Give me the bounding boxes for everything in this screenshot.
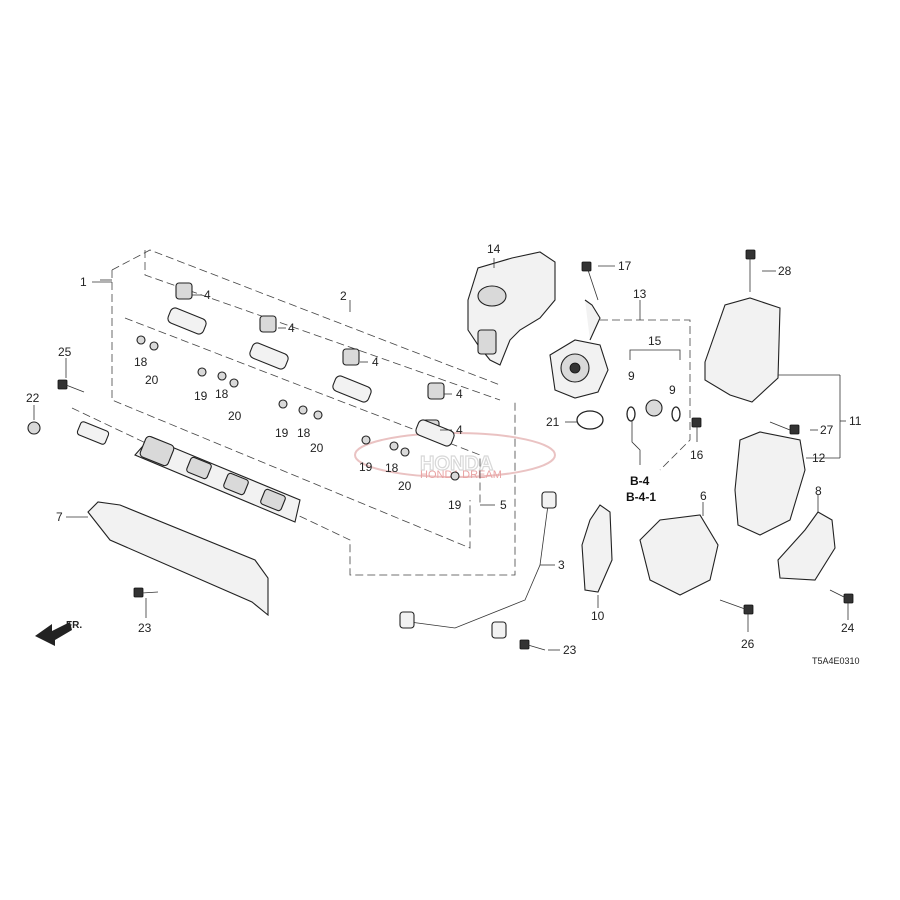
callout-label: 21 bbox=[546, 415, 560, 429]
callout-label: 19 bbox=[275, 426, 289, 440]
callout-label: 12 bbox=[812, 451, 826, 465]
cover-6-part bbox=[639, 514, 719, 596]
callout-label: 4 bbox=[456, 423, 463, 437]
callout-label: 23 bbox=[563, 643, 577, 657]
callout-label: 1 bbox=[80, 275, 87, 289]
front-arrow-icon bbox=[35, 622, 72, 646]
callout-label: 10 bbox=[591, 609, 605, 623]
callout-label: 4 bbox=[288, 321, 295, 335]
callout-label: 16 bbox=[690, 448, 704, 462]
callout-label: 7 bbox=[56, 510, 63, 524]
callout-label: 13 bbox=[633, 287, 647, 301]
reference-label: B-4-1 bbox=[626, 490, 656, 504]
callout-label: 9 bbox=[669, 383, 676, 397]
front-direction-indicator: FR. bbox=[35, 620, 82, 646]
callout-label: 5 bbox=[500, 498, 507, 512]
callout-label: 23 bbox=[138, 621, 152, 635]
rail-cover-part bbox=[87, 501, 269, 617]
callout-label: 11 bbox=[849, 414, 862, 428]
callout-label: 18 bbox=[134, 355, 148, 369]
group-outline-13 bbox=[600, 319, 691, 471]
bolt-set bbox=[27, 249, 854, 651]
callout-label: 15 bbox=[648, 334, 662, 348]
o-ring-set bbox=[576, 399, 681, 465]
callout-label: 26 bbox=[741, 637, 755, 651]
cover-12-part bbox=[734, 431, 806, 536]
callout-label: 18 bbox=[385, 461, 399, 475]
callout-label: 20 bbox=[310, 441, 324, 455]
callout-label: 4 bbox=[372, 355, 379, 369]
callout-label: 20 bbox=[398, 479, 412, 493]
callout-label: 18 bbox=[297, 426, 311, 440]
injector-row-mid bbox=[167, 307, 455, 447]
callout-label: 8 bbox=[815, 484, 822, 498]
callout-label: 4 bbox=[204, 288, 211, 302]
catalog-code: T5A4E0310 bbox=[812, 656, 860, 666]
seal-set bbox=[136, 335, 460, 481]
callout-label: 28 bbox=[778, 264, 792, 278]
callout-label: 3 bbox=[558, 558, 565, 572]
bracket-10-part bbox=[581, 504, 613, 593]
callout-label: 20 bbox=[228, 409, 242, 423]
group-bracket-15 bbox=[629, 349, 681, 360]
callout-label: 9 bbox=[628, 369, 635, 383]
fuel-pump-part bbox=[549, 299, 609, 399]
bracket-8-part bbox=[777, 511, 836, 581]
engine-cover-part bbox=[467, 251, 556, 366]
fuel-rail-part bbox=[134, 435, 301, 523]
callout-label: 17 bbox=[618, 259, 632, 273]
callout-label: 6 bbox=[700, 489, 707, 503]
callout-label: 24 bbox=[841, 621, 855, 635]
fuel-pipe-part bbox=[399, 491, 557, 639]
group-outline-1 bbox=[111, 270, 471, 549]
callout-label: 27 bbox=[820, 423, 834, 437]
callout-label: 4 bbox=[456, 387, 463, 401]
group-outline-1-top bbox=[111, 249, 501, 386]
group-outline-2 bbox=[144, 250, 501, 401]
watermark-subtitle: HONDA DREAM bbox=[420, 469, 502, 481]
reference-label: B-4 bbox=[630, 474, 650, 488]
injector-row-top bbox=[175, 282, 445, 437]
pressure-sensor-part bbox=[76, 421, 110, 445]
cover-11-part bbox=[704, 297, 781, 403]
leader-lines bbox=[33, 258, 849, 651]
callout-label: 18 bbox=[215, 387, 229, 401]
group-outline-5 bbox=[124, 317, 481, 505]
callout-label: 22 bbox=[26, 391, 40, 405]
callout-label: 19 bbox=[359, 460, 373, 474]
callout-label: 20 bbox=[145, 373, 159, 387]
callout-label: 19 bbox=[194, 389, 208, 403]
watermark-brand: HONDA bbox=[420, 453, 493, 475]
callout-label: 19 bbox=[448, 498, 462, 512]
callout-label: 25 bbox=[58, 345, 72, 359]
front-direction-label: FR. bbox=[66, 620, 82, 631]
callout-label: 2 bbox=[340, 289, 347, 303]
callout-label: 14 bbox=[487, 242, 501, 256]
callout-labels: 1 2 3 5 6 7 8 10 11 12 13 14 15 16 17 21… bbox=[26, 242, 862, 657]
